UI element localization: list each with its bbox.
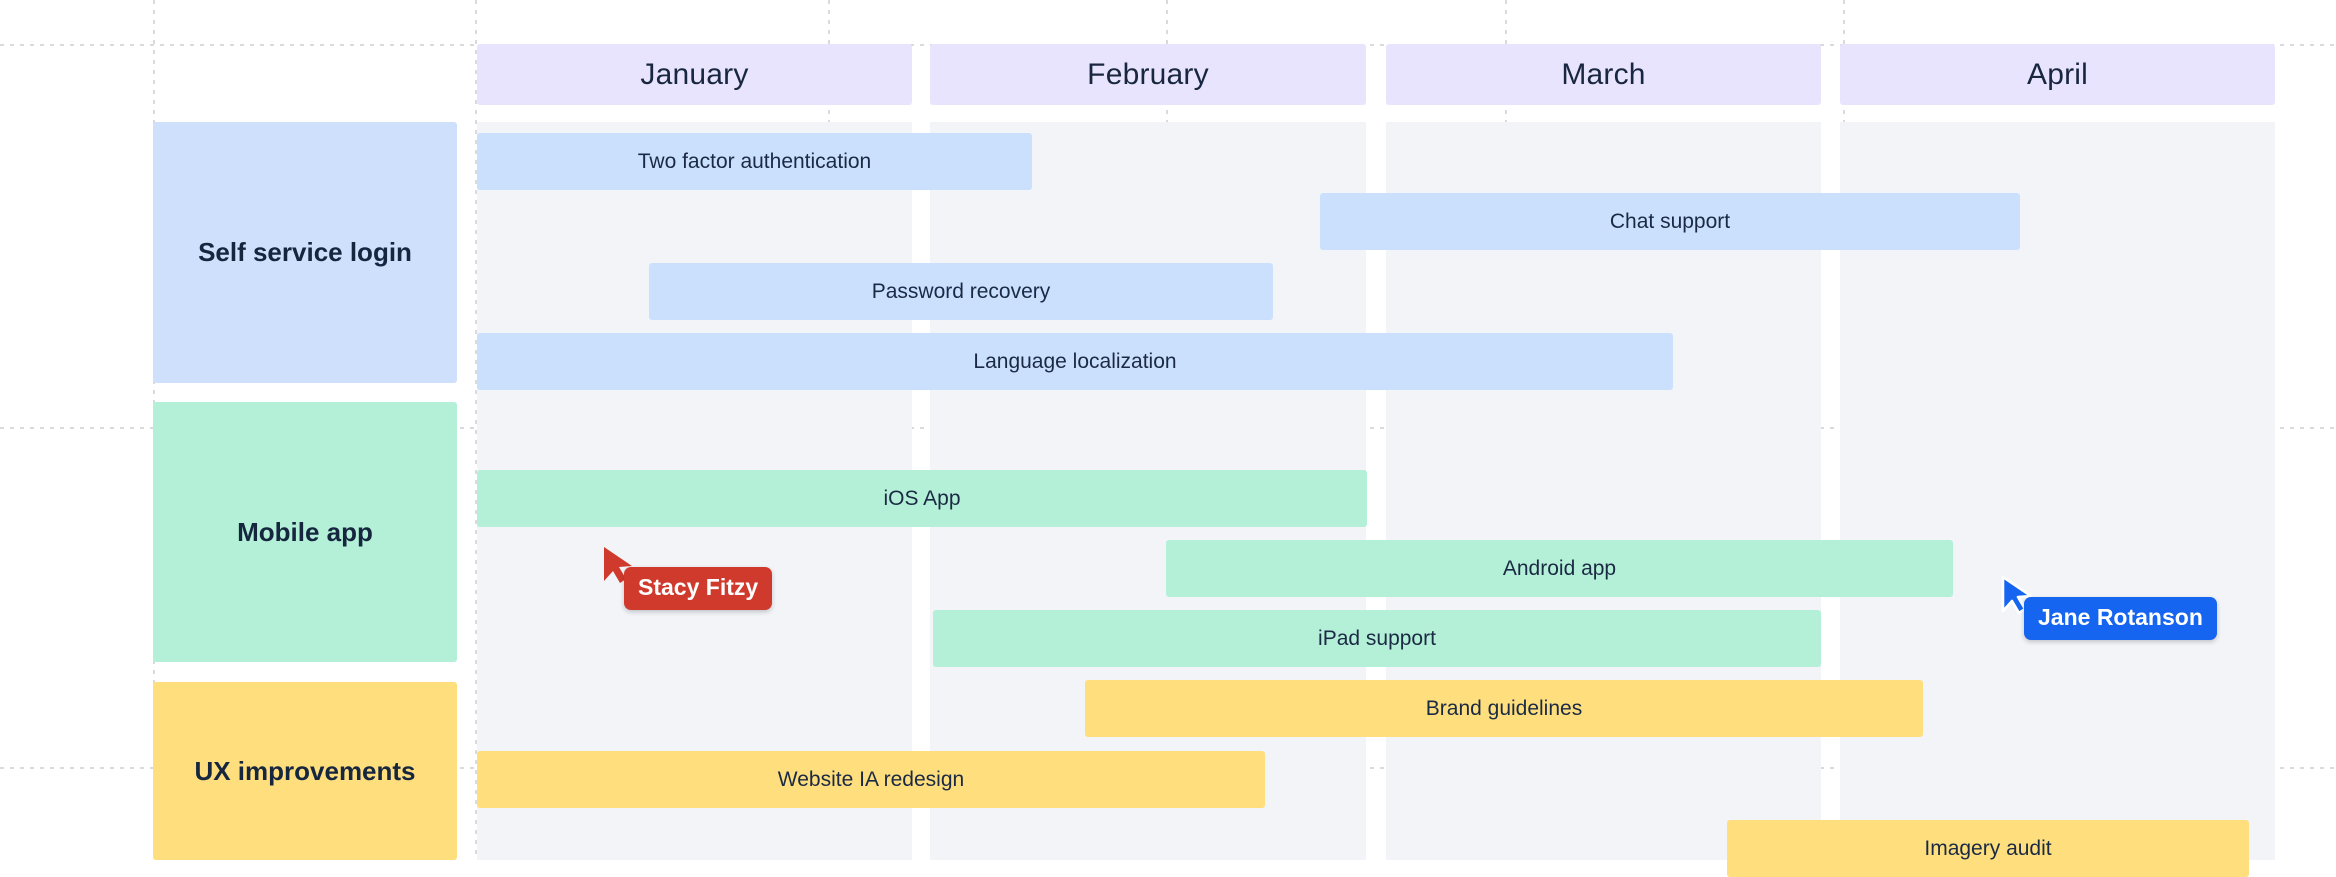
group-label: Mobile app <box>237 516 373 547</box>
month-header-label: April <box>2026 57 2088 91</box>
task-bar[interactable]: Android app <box>1166 540 1953 597</box>
solid-arrow-icon <box>601 545 635 592</box>
group-block-self-service-login[interactable]: Self service login <box>153 122 457 383</box>
task-bar-label: Password recovery <box>871 279 1051 303</box>
task-bar[interactable]: Password recovery <box>649 263 1273 320</box>
task-bar-label: Android app <box>1502 556 1617 580</box>
task-bar[interactable]: Language localization <box>477 333 1673 390</box>
task-bar-label: Two factor authentication <box>637 149 872 173</box>
task-bar[interactable]: Imagery audit <box>1727 820 2249 877</box>
month-header-april[interactable]: April <box>1840 44 2275 105</box>
group-label: Self service login <box>198 237 412 268</box>
month-header-label: February <box>1087 57 1209 91</box>
month-header-february[interactable]: February <box>930 44 1366 105</box>
collaborator-name-chip: Stacy Fitzy <box>624 567 773 610</box>
outlined-arrow-icon <box>2001 575 2033 615</box>
task-bar-label: iOS App <box>883 486 961 510</box>
group-block-ux-improvements[interactable]: UX improvements <box>153 682 457 860</box>
task-bar-label: Chat support <box>1609 209 1731 233</box>
group-block-mobile-app[interactable]: Mobile app <box>153 402 457 662</box>
task-bar[interactable]: iPad support <box>933 610 1821 667</box>
task-bar[interactable]: Brand guidelines <box>1085 680 1923 737</box>
task-bar-label: Website IA redesign <box>777 767 965 791</box>
outlined-arrow-icon <box>2000 575 2034 622</box>
group-label: UX improvements <box>194 755 416 786</box>
task-bar-label: Imagery audit <box>1924 836 2052 860</box>
task-bar[interactable]: Website IA redesign <box>477 751 1265 808</box>
task-bar-label: Brand guidelines <box>1425 696 1583 720</box>
month-header-label: March <box>1561 57 1646 91</box>
task-bar[interactable]: Two factor authentication <box>477 133 1032 190</box>
task-bar-label: Language localization <box>973 349 1177 373</box>
month-header-january[interactable]: January <box>477 44 912 105</box>
month-header-march[interactable]: March <box>1386 44 1821 105</box>
solid-arrow-icon <box>604 547 632 583</box>
month-header-label: January <box>640 57 749 91</box>
task-bar[interactable]: Chat support <box>1320 193 2020 250</box>
task-bar[interactable]: iOS App <box>477 470 1367 527</box>
task-bar-label: iPad support <box>1318 626 1436 650</box>
collaborator-name-chip: Jane Rotanson <box>2024 597 2217 640</box>
canvas-gridline-vertical <box>475 0 477 860</box>
